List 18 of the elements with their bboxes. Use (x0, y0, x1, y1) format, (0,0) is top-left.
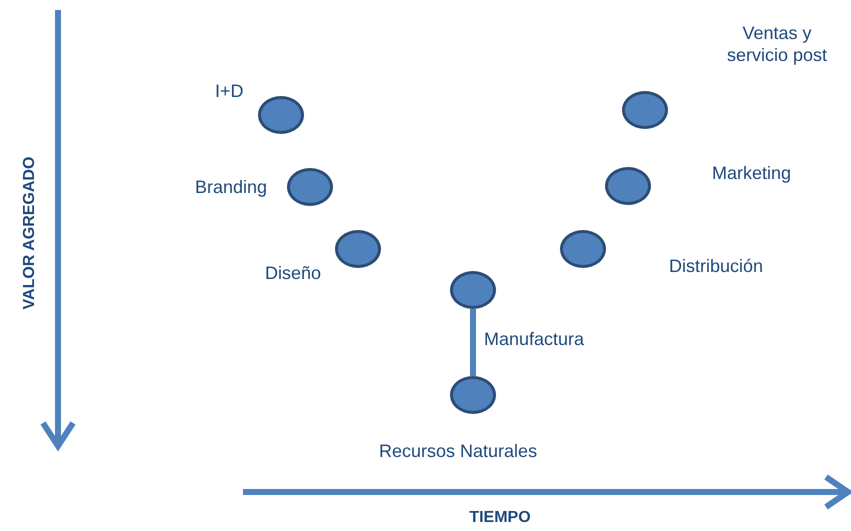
circle-marker (605, 167, 651, 205)
stage-label: Marketing (712, 162, 792, 184)
stage-label: Manufactura (484, 328, 584, 350)
circle-marker (450, 271, 496, 309)
circle-marker (287, 168, 333, 206)
stage-label: Recursos Naturales (379, 440, 538, 462)
axis-title: VALOR AGREGADO (20, 156, 39, 312)
stage-label: Branding (195, 176, 268, 198)
circle-marker (335, 230, 381, 268)
circle-marker (560, 230, 606, 268)
stage-label: Distribución (669, 255, 764, 277)
stage-label: I+D (215, 80, 244, 102)
stage-label: Ventas y servicio post (726, 22, 828, 66)
circle-marker (450, 376, 496, 414)
circle-marker (258, 96, 304, 134)
circle-marker (622, 91, 668, 129)
axis-title: TIEMPO (468, 508, 532, 528)
stage-label: Diseño (265, 262, 322, 284)
